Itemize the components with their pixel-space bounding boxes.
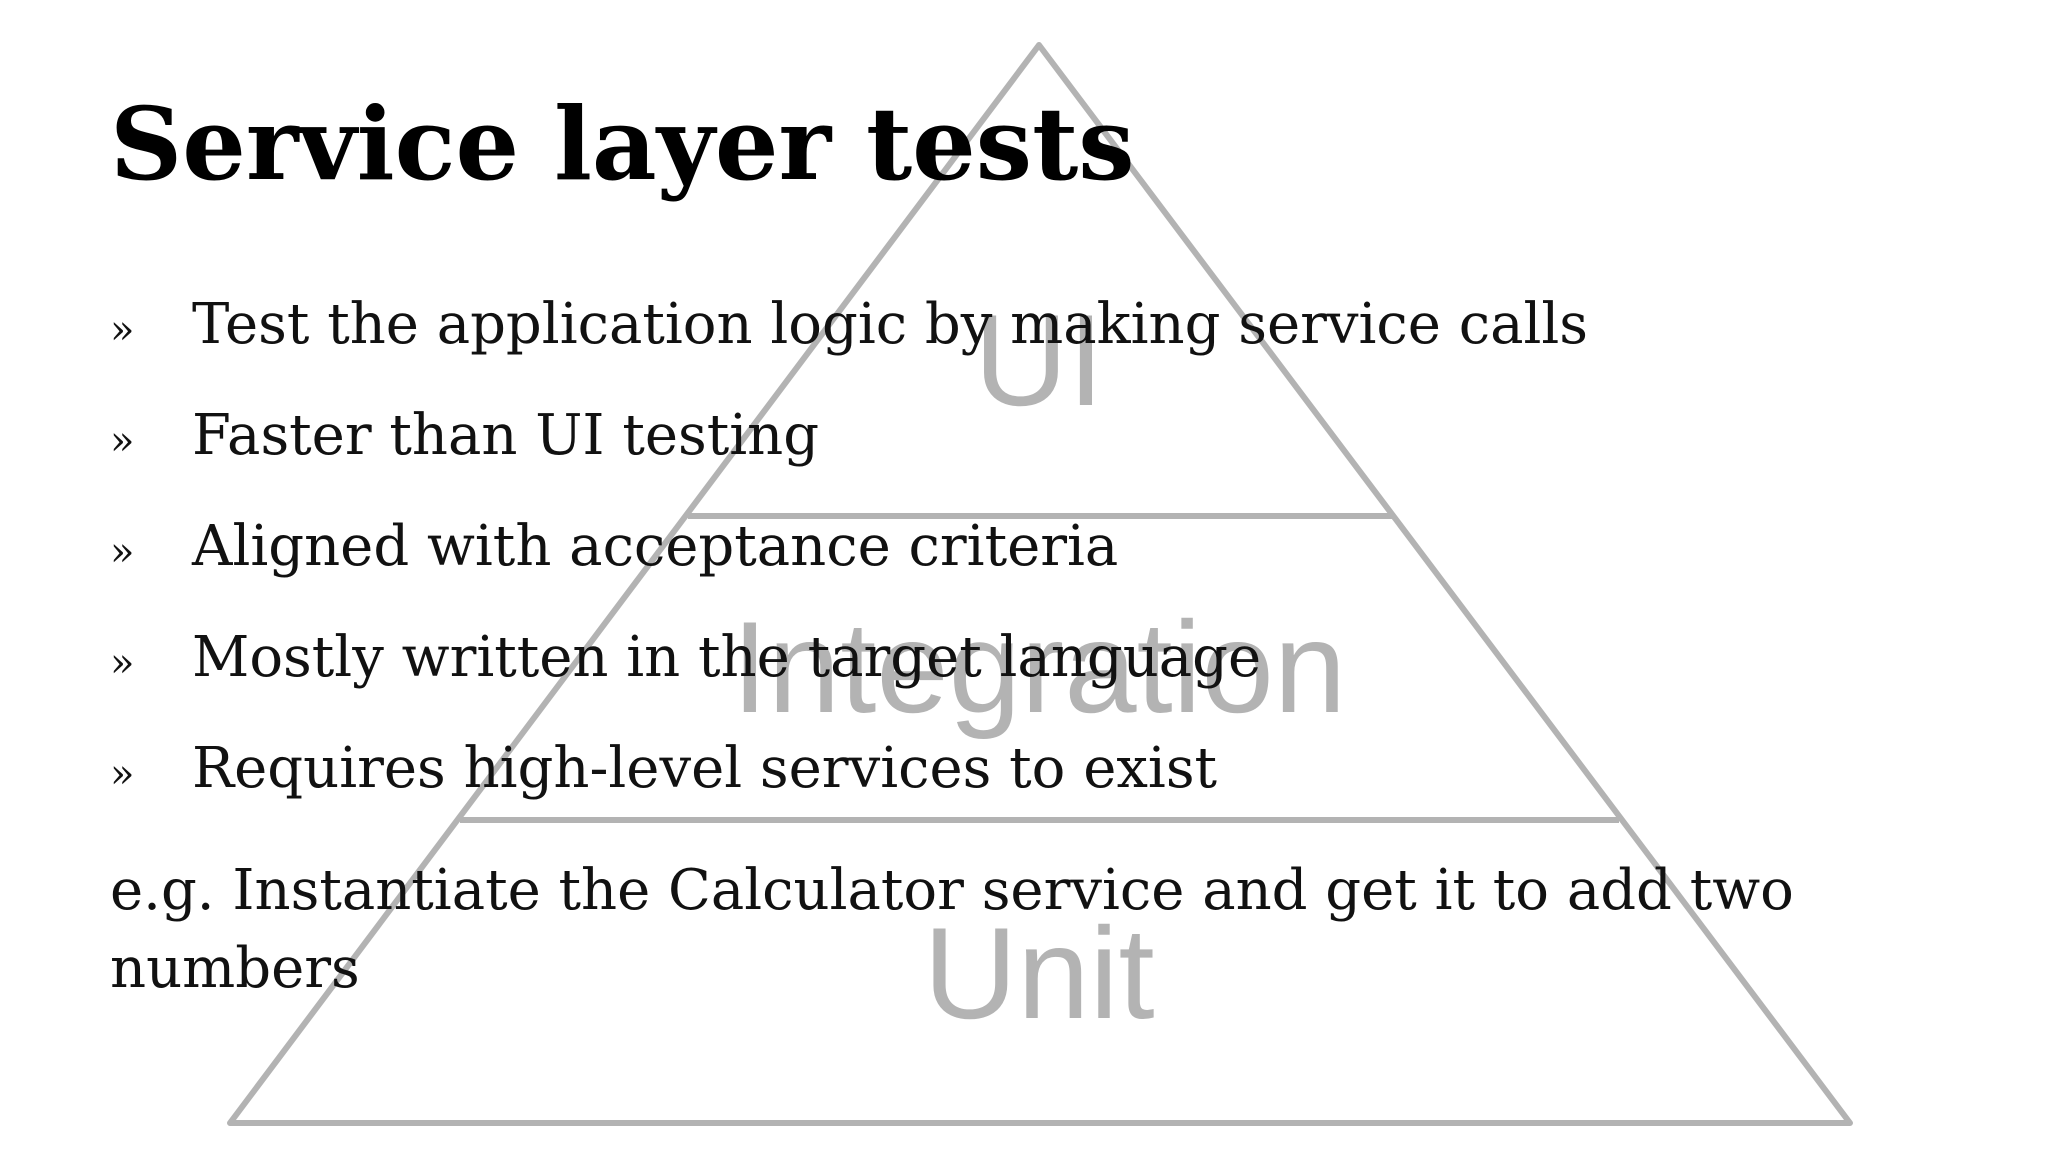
bullet-marker: » xyxy=(110,529,135,575)
bullet-item: » Test the application logic by making s… xyxy=(110,285,1588,396)
pyramid-outline xyxy=(227,42,1853,1126)
pyramid-layer-ui: UI xyxy=(974,287,1104,433)
bullet-item: » Faster than UI testing xyxy=(110,396,1588,507)
bullet-marker: » xyxy=(110,418,135,464)
pyramid-layer-unit: Unit xyxy=(923,900,1154,1046)
bullet-item: » Aligned with acceptance criteria xyxy=(110,507,1588,618)
bullet-text: Mostly written in the target language xyxy=(192,625,1262,690)
bullet-text: Test the application logic by making ser… xyxy=(192,292,1589,357)
bullet-text: Faster than UI testing xyxy=(192,403,820,468)
bullet-list: » Test the application logic by making s… xyxy=(110,285,1588,840)
example-text: e.g. Instantiate the Calculator service … xyxy=(110,858,1794,1001)
bullet-marker: » xyxy=(110,751,135,797)
bullet-text: Aligned with acceptance criteria xyxy=(192,514,1119,579)
bullet-text: Requires high-level services to exist xyxy=(192,736,1218,801)
pyramid-layer-integration: Integration xyxy=(732,594,1346,740)
bullet-item: » Mostly written in the target language xyxy=(110,618,1588,729)
bullet-marker: » xyxy=(110,640,135,686)
bullet-marker: » xyxy=(110,307,135,353)
slide-title: Service layer tests xyxy=(110,85,1135,203)
bullet-item: » Requires high-level services to exist xyxy=(110,729,1588,840)
